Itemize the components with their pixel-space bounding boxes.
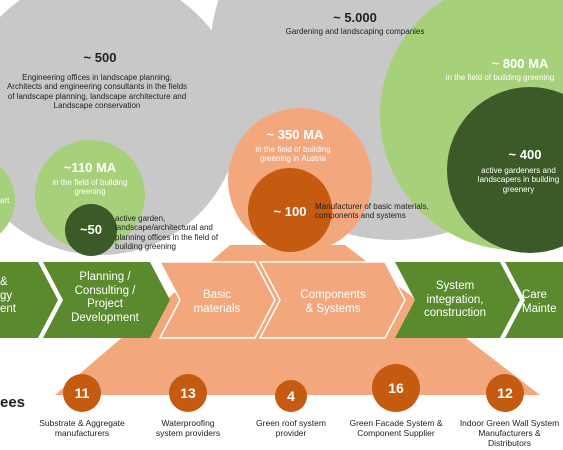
chain-label-2: Planning / Consulting / Project Developm…: [71, 271, 139, 324]
engineering-label: Engineering offices in landscape plannin…: [6, 73, 188, 111]
product-circle-5: [486, 374, 524, 412]
gardeners400-label: active gardeners and landscapers in buil…: [477, 166, 560, 194]
product-circle-1: [63, 374, 101, 412]
manufacturers100-count: ~ 100: [273, 204, 307, 219]
manufacturers100-label: Manufacturer of basic materials, compone…: [315, 202, 429, 221]
product-label-1: Substrate & Aggregate manufacturers: [39, 418, 125, 439]
chain-label-6: Care Mainte: [522, 289, 557, 315]
planning-offices-circle: [65, 204, 117, 256]
ma110-count: ~110 MA: [63, 160, 117, 175]
product-label-2: Waterproofing system providers: [155, 418, 221, 439]
planning50-label: active garden, landscape/architectural a…: [115, 214, 219, 252]
product-count-2: 13: [180, 385, 196, 401]
product-label-3: Green roof system provider: [256, 418, 326, 439]
ma110-circle: [35, 140, 145, 250]
ma110-label: in the field of building greening: [52, 178, 128, 197]
product-circle-2: [169, 374, 207, 412]
product-count-3: 4: [287, 388, 295, 404]
product-count-5: 12: [497, 385, 513, 401]
chain-label-5: System integration, construction: [423, 280, 486, 320]
manufacturers100-circle: [248, 168, 332, 252]
chain-step-1: [0, 262, 58, 338]
ma350-count: ~ 350 MA: [266, 127, 324, 142]
ma800-count: ~ 800 MA: [491, 56, 549, 71]
product-label-5: Indoor Green Wall System Manufacturers &…: [459, 418, 560, 449]
chain-step-4: [258, 261, 406, 339]
left-cut-label: art: [0, 196, 10, 205]
gardening-label: Gardening and landscaping companies: [285, 27, 425, 36]
planning50-count: ~50: [79, 222, 103, 237]
ma350-label: in the field of building greening in Aus…: [255, 145, 331, 164]
ma800-label: in the field of building greening: [445, 73, 555, 82]
gardeners-circle: [447, 87, 563, 253]
chain-label-3: Basic materials: [193, 289, 241, 315]
product-circle-4: [372, 364, 420, 412]
product-count-4: 16: [388, 380, 404, 396]
gardening-count: ~ 5.000: [333, 10, 377, 25]
chain-step-3: [158, 261, 276, 339]
product-count-1: 11: [74, 385, 90, 401]
chain-step-6: [505, 262, 563, 338]
chain-label-4: Components & Systems: [300, 289, 366, 315]
engineering-count: ~ 500: [83, 50, 117, 65]
left-section-heading: ees: [0, 394, 26, 411]
chain-label-1: & gy ent: [0, 276, 16, 316]
product-label-4: Green Facade System & Component Supplier: [349, 418, 443, 439]
chain-step-2: [43, 262, 170, 338]
product-circle-3: [275, 380, 307, 412]
chain-step-5: [395, 262, 520, 338]
left-cut-green-circle: [0, 166, 15, 234]
gardeners400-count: ~ 400: [508, 147, 542, 162]
